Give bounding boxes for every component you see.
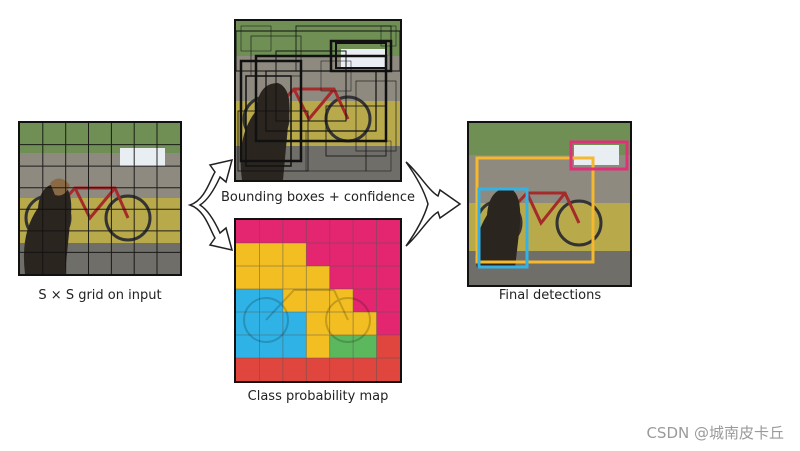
class-cell-pink xyxy=(329,266,354,290)
class-cell-green xyxy=(329,335,354,359)
class-map-caption: Class probability map xyxy=(247,389,389,404)
class-cell-pink xyxy=(376,220,400,244)
class-cell-yellow xyxy=(353,312,378,336)
class-cell-pink xyxy=(306,243,331,267)
car-detection-box xyxy=(569,140,629,171)
class-cell-blue xyxy=(259,312,284,336)
class-cell-yellow xyxy=(306,312,331,336)
class-cell-red xyxy=(329,358,354,381)
class-map-cells xyxy=(236,220,400,381)
dog-detection-box xyxy=(477,187,529,269)
class-cell-yellow xyxy=(236,243,260,267)
class-cell-pink xyxy=(259,220,284,244)
class-cell-pink xyxy=(306,220,331,244)
class-cell-red xyxy=(306,358,331,381)
predicted-boxes xyxy=(236,25,400,172)
class-map-panel xyxy=(234,218,402,383)
final-detections-panel xyxy=(467,121,632,287)
class-cell-pink xyxy=(282,220,307,244)
class-cell-pink xyxy=(376,289,400,313)
class-cell-pink xyxy=(353,220,378,244)
class-cell-red xyxy=(259,358,284,381)
class-cell-pink xyxy=(376,266,400,290)
class-map-ghost-image xyxy=(243,289,371,343)
class-cell-yellow xyxy=(236,266,260,290)
class-cell-red xyxy=(282,358,307,381)
class-cell-blue xyxy=(259,289,284,313)
class-cell-red xyxy=(376,358,400,381)
class-cell-yellow xyxy=(282,289,307,313)
class-cell-pink xyxy=(353,243,378,267)
class-cell-blue xyxy=(236,289,260,313)
class-cell-yellow xyxy=(329,312,354,336)
class-cell-pink xyxy=(236,220,260,244)
class-cell-blue xyxy=(282,312,307,336)
watermark-text: CSDN @城南皮卡丘 xyxy=(646,424,784,442)
grid-input-image xyxy=(20,123,180,274)
grid-input-panel xyxy=(18,121,182,276)
bounding-boxes-image xyxy=(236,21,400,180)
class-cell-red xyxy=(353,358,378,381)
bounding-boxes-caption: Bounding boxes + confidence xyxy=(220,190,416,205)
final-detections-image xyxy=(469,123,630,285)
class-cell-red xyxy=(376,335,400,359)
class-cell-pink xyxy=(376,312,400,336)
class-map-grid-lines xyxy=(236,220,400,381)
class-cell-pink xyxy=(353,289,378,313)
class-cell-yellow xyxy=(306,289,331,313)
grid-input-caption: S × S grid on input xyxy=(38,288,162,303)
class-map-image xyxy=(236,220,400,381)
class-cell-pink xyxy=(329,243,354,267)
class-cell-pink xyxy=(353,266,378,290)
class-cell-blue xyxy=(236,335,260,359)
final-detections-caption: Final detections xyxy=(498,288,602,303)
class-cell-green xyxy=(353,335,378,359)
class-cell-yellow xyxy=(259,243,284,267)
class-cell-yellow xyxy=(259,266,284,290)
class-cell-yellow xyxy=(306,335,331,359)
class-cell-yellow xyxy=(282,243,307,267)
class-cell-pink xyxy=(329,220,354,244)
input-grid-lines xyxy=(20,123,180,274)
bounding-boxes-panel xyxy=(234,19,402,182)
class-cell-red xyxy=(236,358,260,381)
class-cell-yellow xyxy=(282,266,307,290)
class-cell-blue xyxy=(236,312,260,336)
class-cell-blue xyxy=(282,335,307,359)
class-cell-pink xyxy=(376,243,400,267)
bicycle-detection-box xyxy=(475,156,595,264)
class-cell-blue xyxy=(259,335,284,359)
class-cell-yellow xyxy=(306,266,331,290)
class-cell-yellow xyxy=(329,289,354,313)
